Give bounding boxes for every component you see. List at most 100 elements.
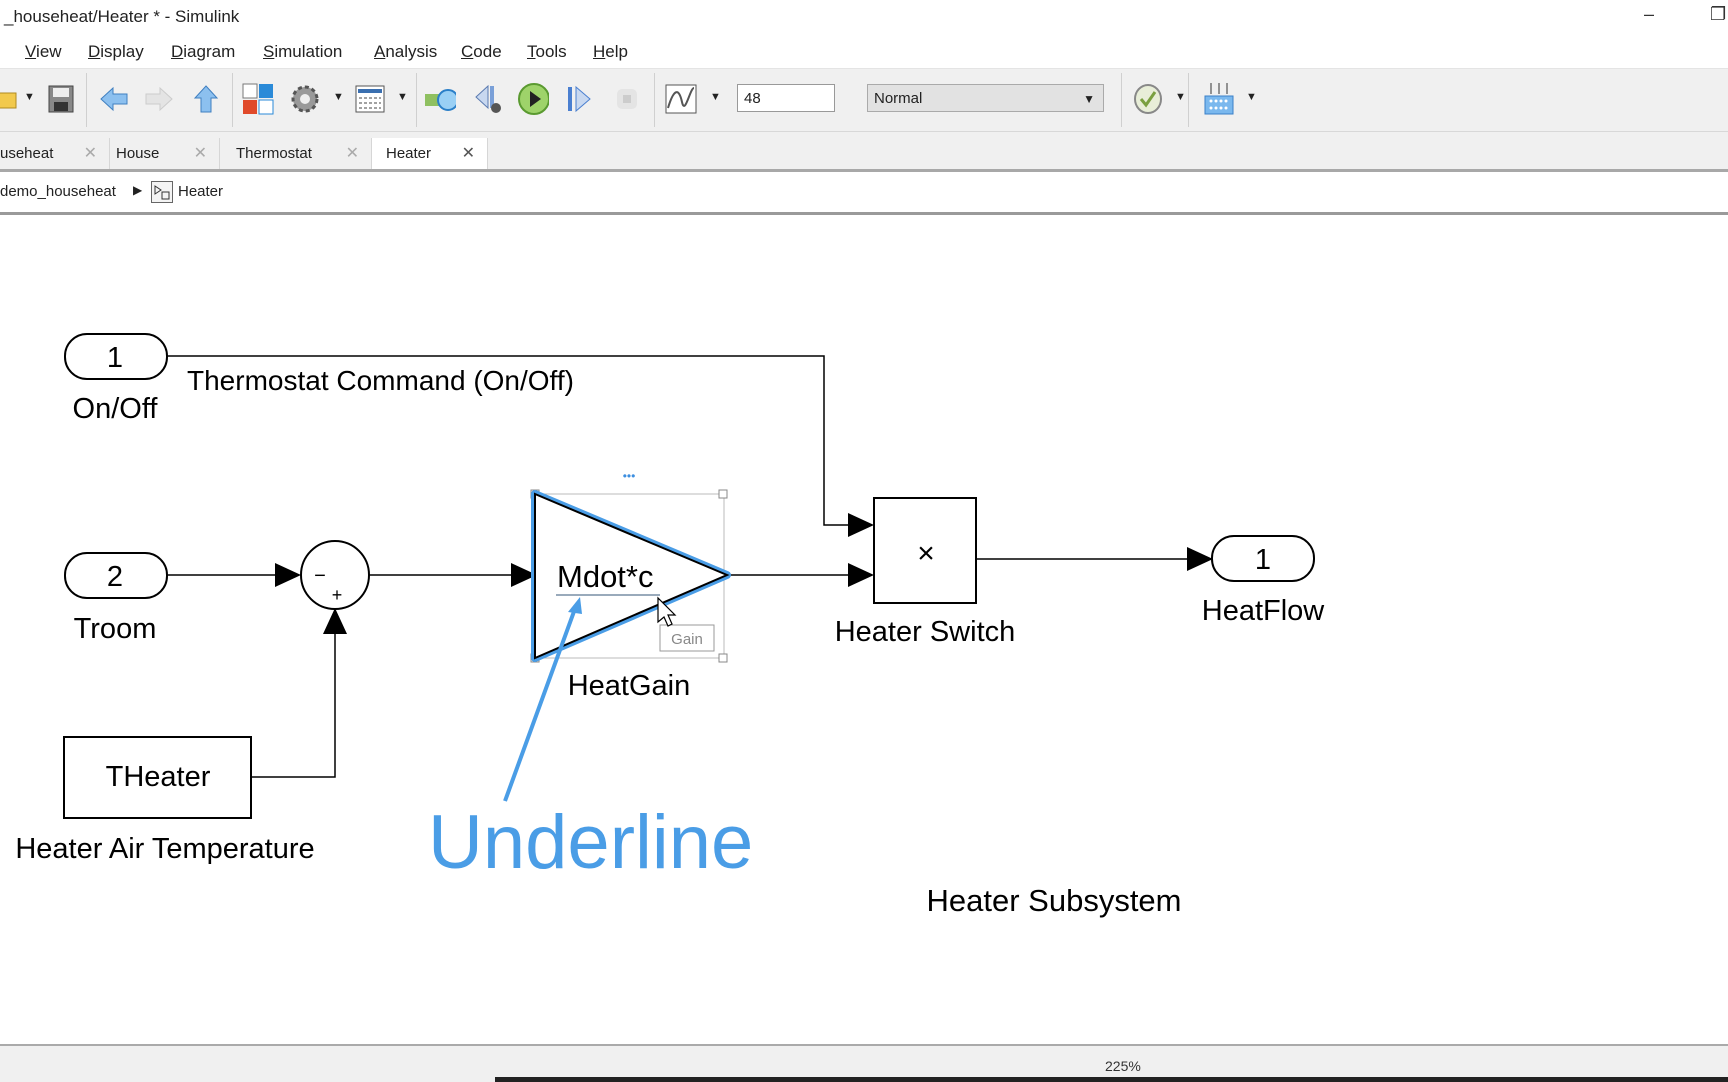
simulation-mode-select[interactable]: Normal ▼ — [867, 84, 1104, 112]
sum-plus-sign: + — [332, 585, 343, 605]
forward-arrow-icon[interactable] — [143, 83, 175, 115]
minimize-button[interactable]: – — [1644, 4, 1655, 24]
separator — [86, 73, 87, 127]
gear-icon[interactable] — [289, 83, 321, 115]
menu-view[interactable]: View — [25, 42, 62, 61]
inport-name: On/Off — [73, 393, 159, 425]
separator — [1121, 73, 1122, 127]
tab-househeat[interactable]: useheat ✕ — [0, 138, 110, 169]
signal-line-thermostat-command[interactable] — [167, 355, 874, 537]
title-bar: _househeat/Heater * - Simulink – ❐ — [0, 0, 1728, 36]
back-arrow-icon[interactable] — [98, 83, 130, 115]
save-icon[interactable] — [45, 83, 77, 115]
sum-minus-sign: − — [314, 565, 326, 587]
up-arrow-icon[interactable] — [190, 83, 222, 115]
chevron-down-icon: ▼ — [1083, 92, 1095, 106]
gain-value: Mdot*c — [557, 559, 653, 594]
more-options-icon[interactable]: ••• — [623, 469, 636, 483]
product-name: Heater Switch — [835, 616, 1016, 648]
menu-bar: View Display Diagram Simulation Analysis… — [0, 36, 1728, 66]
product-symbol: × — [917, 537, 935, 570]
inport-block-troom[interactable]: 2 — [64, 552, 168, 599]
step-forward-icon[interactable] — [563, 83, 595, 115]
window-title: _househeat/Heater * - Simulink — [4, 7, 240, 26]
menu-tools[interactable]: Tools — [527, 42, 567, 61]
model-explorer-icon[interactable] — [354, 83, 386, 115]
callout-arrow — [503, 605, 578, 802]
breadcrumb-separator-icon: ▶ — [133, 183, 143, 197]
tab-label: House — [116, 145, 160, 162]
inport-number: 2 — [107, 561, 123, 593]
tab-label: Heater — [386, 145, 432, 162]
advisor-dropdown-icon[interactable]: ▼ — [1175, 91, 1186, 103]
simulation-mode-value: Normal — [874, 90, 923, 107]
stop-time-input[interactable]: 48 — [737, 84, 835, 112]
diagram-canvas[interactable]: 1 On/Off Thermostat Command (On/Off) 2 T… — [0, 215, 1728, 1044]
gain-tooltip: Gain — [659, 624, 715, 652]
restore-button[interactable]: ❐ — [1710, 4, 1727, 24]
menu-display[interactable]: Display — [88, 42, 144, 61]
tab-label: Thermostat — [236, 145, 312, 162]
close-icon[interactable]: ✕ — [83, 145, 97, 162]
menu-help[interactable]: Help — [593, 42, 628, 61]
callout-arrowhead-icon — [568, 597, 582, 614]
mouse-cursor-icon — [657, 596, 677, 627]
library-browser-icon[interactable] — [242, 83, 274, 115]
open-icon[interactable] — [0, 83, 22, 115]
sum-block[interactable]: − + — [300, 540, 370, 610]
build-dropdown-icon[interactable]: ▼ — [1246, 91, 1257, 103]
zoom-level: 225% — [1105, 1058, 1141, 1074]
signal-label[interactable]: Thermostat Command (On/Off) — [187, 365, 574, 396]
open-dropdown-icon[interactable]: ▼ — [24, 91, 35, 103]
breadcrumb-current[interactable]: Heater — [178, 183, 224, 200]
explorer-dropdown-icon[interactable]: ▼ — [397, 91, 408, 103]
tab-thermostat[interactable]: Thermostat ✕ — [220, 138, 372, 169]
menu-simulation[interactable]: Simulation — [263, 42, 343, 61]
inport-name: Troom — [74, 613, 157, 645]
inport-block-on-off[interactable]: 1 — [64, 333, 168, 380]
scope-dropdown-icon[interactable]: ▼ — [710, 91, 721, 103]
resize-handle[interactable] — [718, 653, 728, 663]
outport-name: HeatFlow — [1202, 595, 1326, 627]
settings-dropdown-icon[interactable]: ▼ — [333, 91, 344, 103]
menu-code[interactable]: Code — [461, 42, 502, 61]
inport-number: 1 — [107, 342, 123, 374]
subsystem-icon — [151, 181, 173, 203]
tab-bar: useheat ✕ House ✕ Thermostat ✕ Heater ✕ — [0, 132, 1728, 172]
breadcrumb: demo_househeat ▶ Heater — [0, 172, 1728, 215]
menu-diagram[interactable]: Diagram — [171, 42, 236, 61]
step-back-icon[interactable] — [473, 83, 505, 115]
resize-handle[interactable] — [718, 489, 728, 499]
gain-name: HeatGain — [568, 670, 691, 702]
stop-button[interactable] — [611, 83, 643, 115]
separator — [416, 73, 417, 127]
breadcrumb-root[interactable]: demo_househeat — [0, 183, 116, 200]
outport-block-heatflow[interactable]: 1 — [1211, 535, 1315, 582]
callout-text: Underline — [428, 800, 753, 885]
separator — [1188, 73, 1189, 127]
toolbar: ▼ ▼ ▼ ▼ 48 Normal ▼ ▼ ▼ — [0, 68, 1728, 133]
tab-label: useheat — [0, 145, 54, 162]
close-icon[interactable]: ✕ — [193, 145, 207, 162]
outport-number: 1 — [1255, 544, 1271, 576]
model-advisor-check-icon[interactable] — [1132, 83, 1164, 115]
close-icon[interactable]: ✕ — [461, 145, 475, 162]
tab-house[interactable]: House ✕ — [110, 138, 220, 169]
constant-block-theater[interactable]: THeater — [63, 736, 252, 819]
separator — [232, 73, 233, 127]
tooltip-text: Gain — [671, 631, 703, 648]
signal-line-theater[interactable] — [251, 608, 347, 778]
annotation-heater-subsystem[interactable]: Heater Subsystem — [927, 883, 1182, 918]
run-button[interactable] — [517, 83, 549, 115]
close-icon[interactable]: ✕ — [345, 145, 359, 162]
update-diagram-icon[interactable] — [424, 83, 456, 115]
product-block-heater-switch[interactable]: × — [873, 497, 977, 604]
menu-analysis[interactable]: Analysis — [374, 42, 438, 61]
status-bar: 225% — [0, 1044, 1728, 1082]
separator — [654, 73, 655, 127]
constant-value: THeater — [106, 761, 211, 793]
tab-heater[interactable]: Heater ✕ — [372, 138, 488, 169]
scope-icon[interactable] — [665, 83, 697, 115]
gain-block-heatgain[interactable]: Mdot*c — [530, 489, 731, 663]
build-grid-icon[interactable] — [1203, 83, 1235, 115]
